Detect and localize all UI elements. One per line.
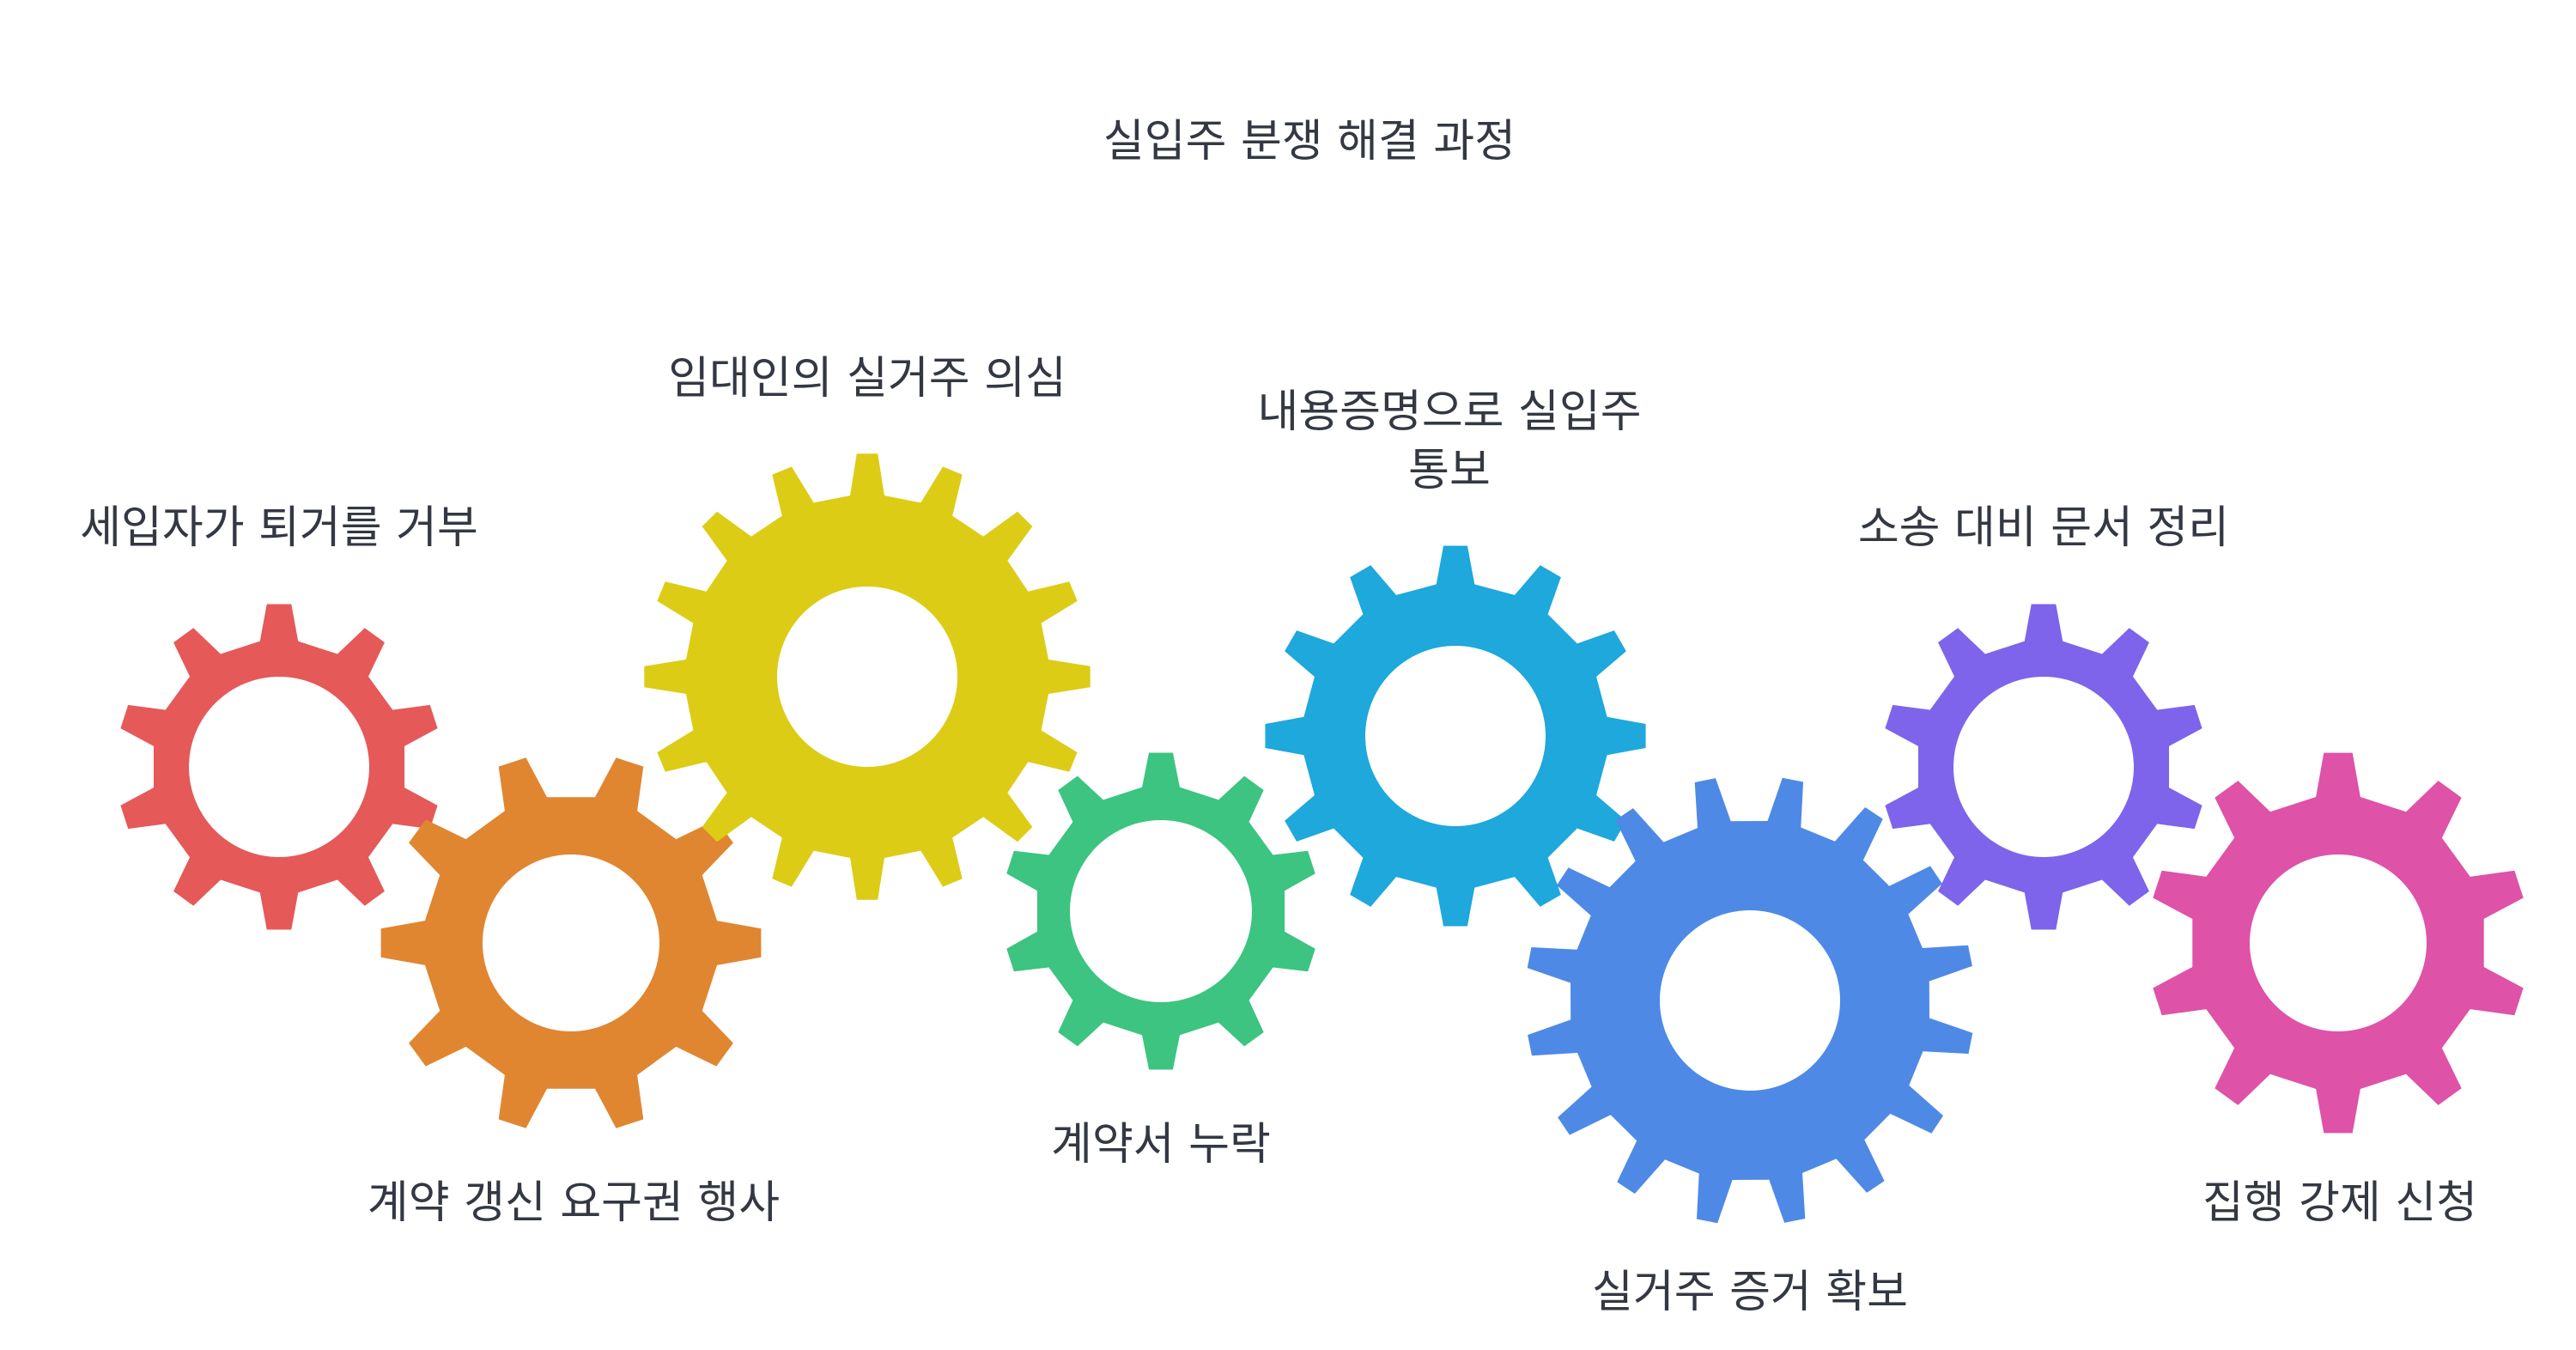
gear-label-line: 임대인의 실거주 의심 [668,353,1066,404]
gear-label-line: 실거주 증거 확보 [1592,1267,1908,1318]
gear-enforcement [2153,752,2524,1134]
gear-label-line: 집행 강제 신청 [2202,1177,2477,1229]
gear-label-enforcement: 집행 강제 신청 [2202,1177,2477,1229]
gear-renewal-right [380,757,762,1128]
gear-certified-notice [1265,545,1646,927]
gear-label-refuse-eviction: 세입자가 퇴거를 거부 [80,502,478,554]
gear-residence-proof [1527,777,1973,1224]
gear-label-lawsuit-docs: 소송 대비 문서 정리 [1858,502,2229,554]
gear-contract-omission [1006,752,1315,1070]
gear-label-line: 계약서 누락 [1051,1119,1271,1171]
diagram-title: 실입주 분쟁 해결 과정 [1103,116,1516,167]
gear-lawsuit-docs [1885,604,2202,930]
gear-label-line: 소송 대비 문서 정리 [1858,502,2229,554]
gear-label-landlord-suspect: 임대인의 실거주 의심 [668,353,1066,404]
gear-label-contract-omission: 계약서 누락 [1051,1119,1271,1171]
gear-label-line: 내용증명으로 실입주 [1257,386,1641,438]
gear-label-line: 계약 갱신 요구권 행사 [368,1177,780,1229]
gear-landlord-suspect [644,453,1091,900]
gear-refuse-eviction [120,604,438,930]
gear-label-line: 통보 [1408,445,1491,496]
gear-group [120,453,2524,1224]
gear-label-renewal-right: 계약 갱신 요구권 행사 [368,1177,780,1229]
gear-label-residence-proof: 실거주 증거 확보 [1592,1267,1908,1318]
gear-label-line: 세입자가 퇴거를 거부 [80,502,478,554]
